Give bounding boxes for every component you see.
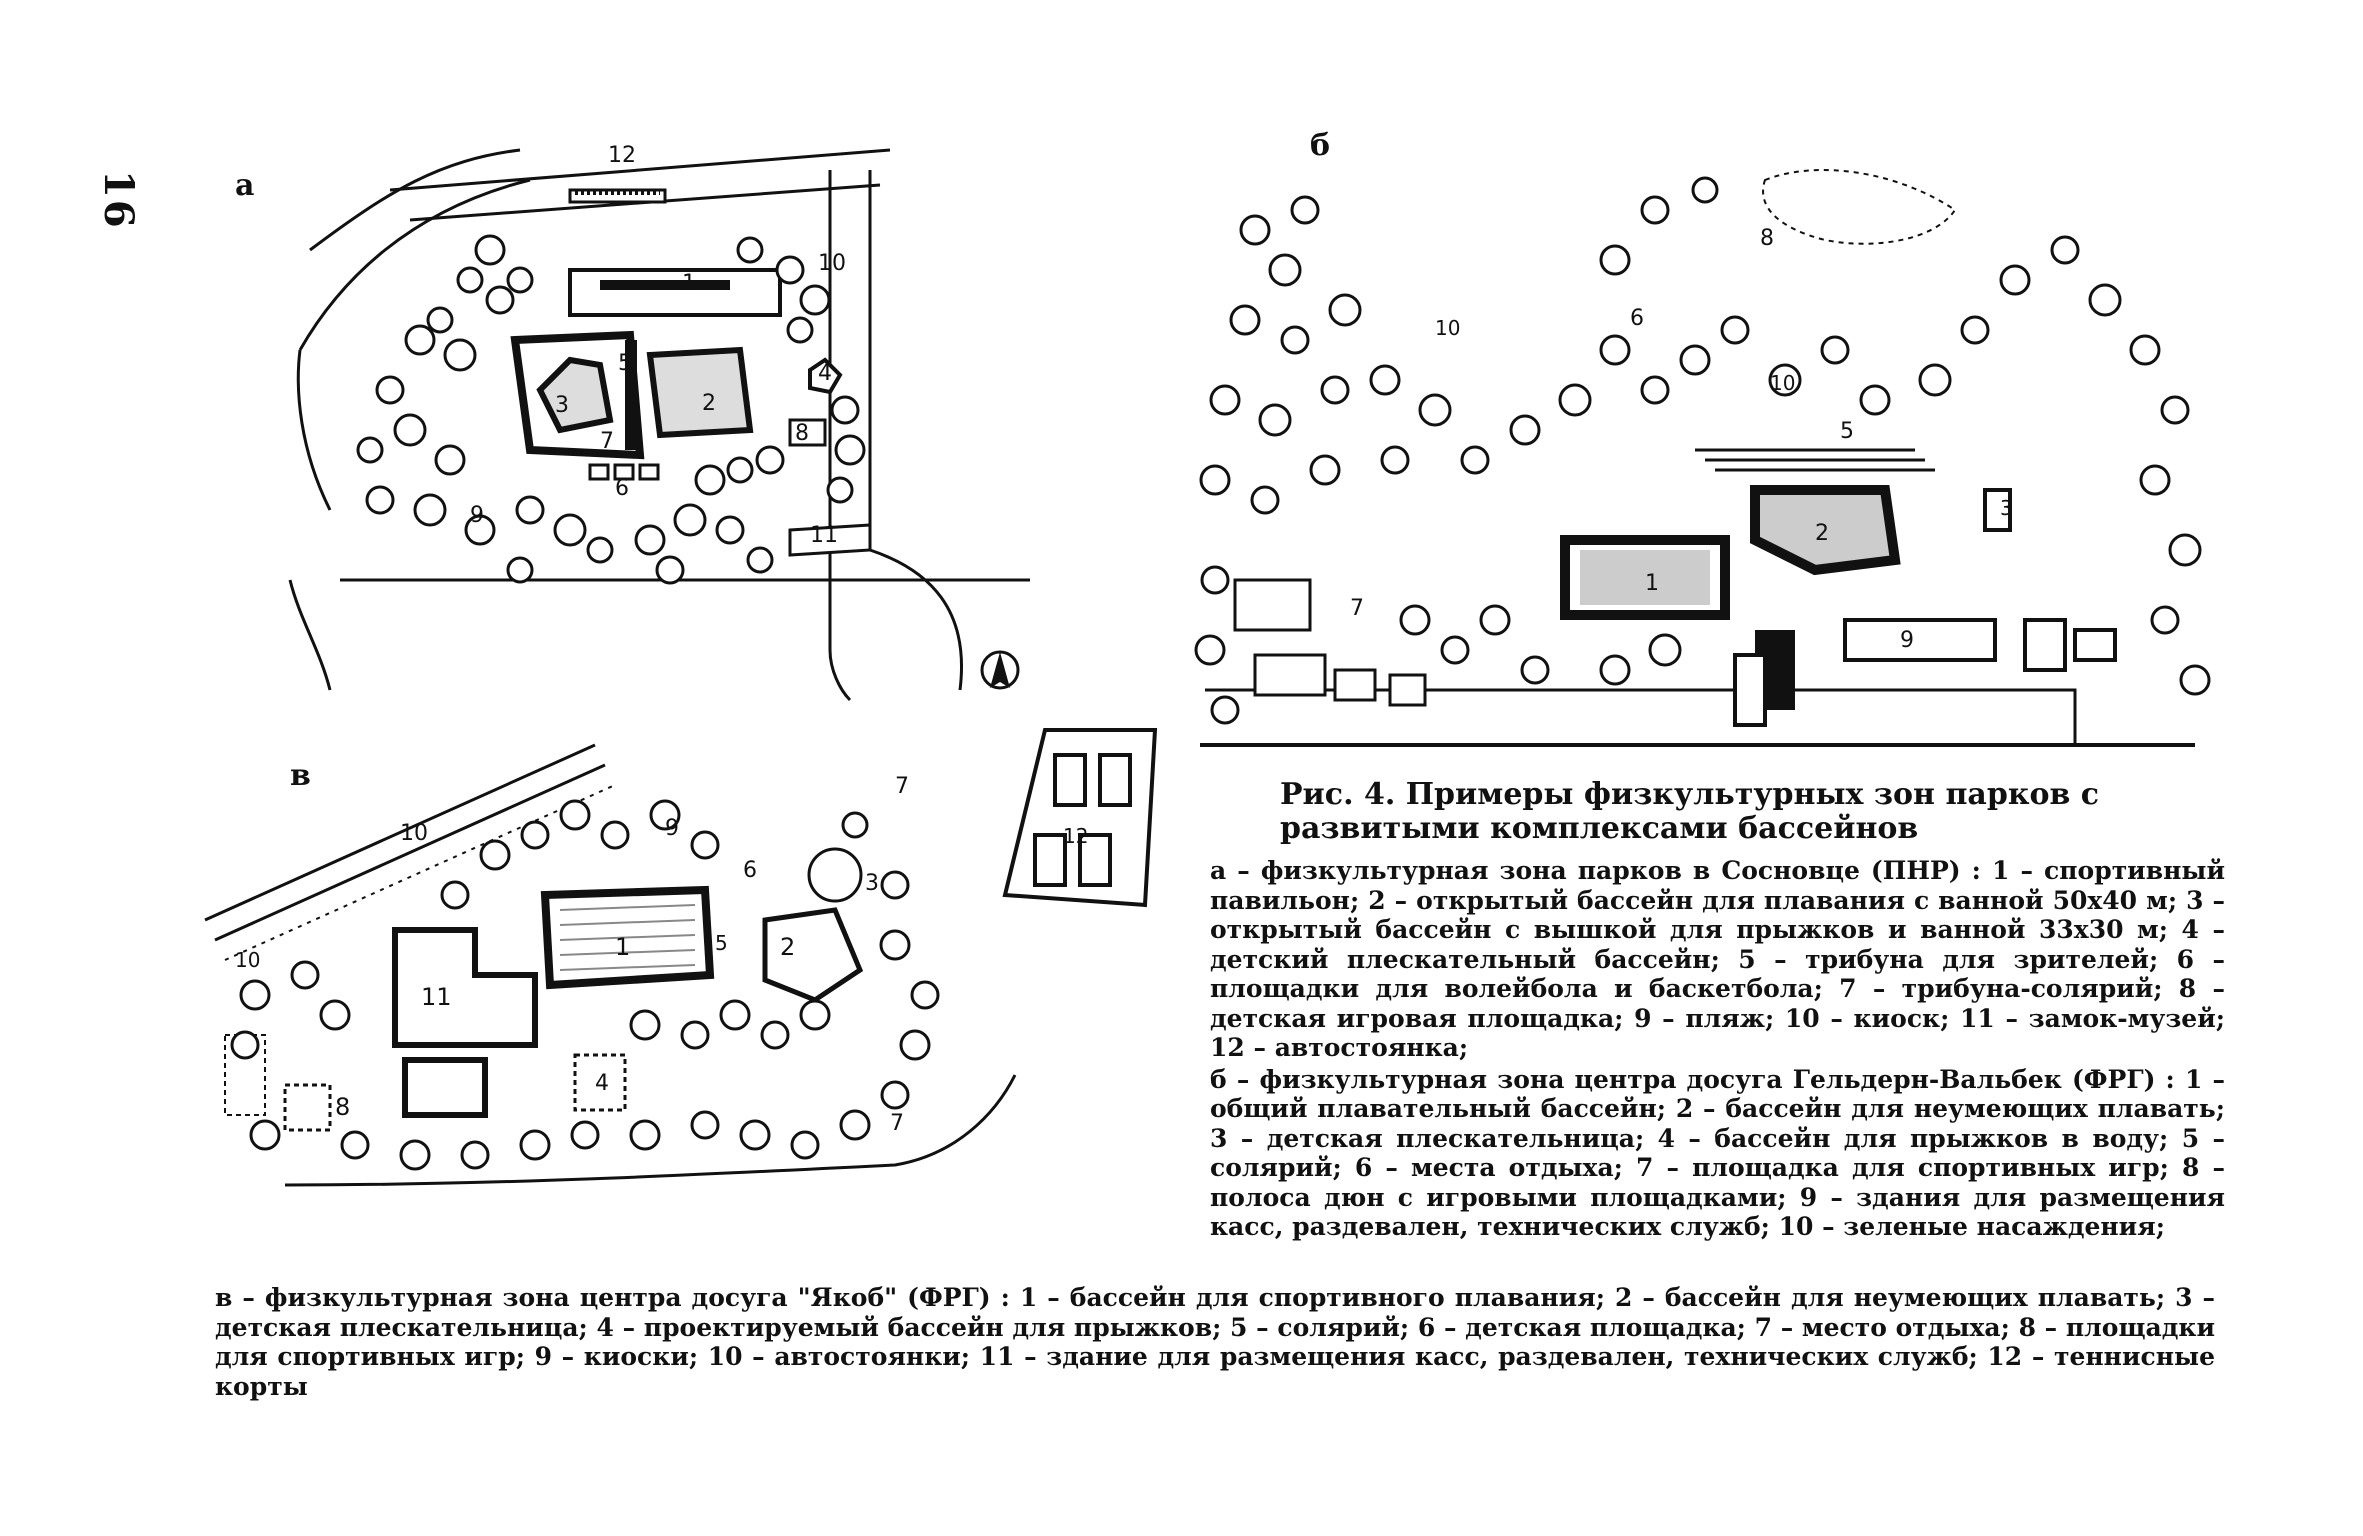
plan-v-label: 6	[743, 858, 757, 883]
plan-a-label: 6	[615, 476, 629, 501]
plan-a-label: 9	[470, 503, 484, 528]
plan-v-label: 10	[235, 948, 260, 972]
site-plan-a: 12 1 10 4 5 3 2 7 8 6 9 11	[288, 143, 1030, 702]
plan-v-label: 5	[715, 931, 728, 955]
plan-b-pool-2	[1750, 485, 1901, 576]
plan-b-label: 5	[1840, 419, 1854, 444]
caption-item-v: в – физкультурная зона центра досуга "Як…	[215, 1283, 2215, 1401]
caption-item-a: а – физкультурная зона парков в Сосновце…	[1210, 856, 2225, 1062]
plan-a-label: 7	[600, 429, 614, 454]
plan-a-pavilion	[568, 268, 782, 317]
plan-v-label: 2	[780, 933, 795, 961]
plan-v-label: 3	[865, 871, 879, 896]
plan-v-label: 9	[665, 816, 679, 841]
plan-v-tennis-courts	[1002, 728, 1158, 908]
plan-v-pool-2	[762, 907, 864, 1003]
plan-b-label: 10	[1770, 371, 1795, 395]
plan-v-label: 12	[1063, 824, 1088, 848]
plan-v-label: 7	[895, 774, 909, 799]
plan-v-label: 7	[890, 1111, 904, 1136]
plan-a-label: 8	[795, 421, 809, 446]
plan-b-label: 3	[2000, 496, 2013, 520]
plan-b-label: 8	[1760, 226, 1774, 251]
plan-v-label: 1	[615, 933, 630, 961]
caption-title: Рис. 4. Примеры физкультурных зон парков…	[1280, 777, 2100, 846]
plan-b-label: 2	[1815, 521, 1829, 546]
plan-b-letter: б	[1310, 128, 1331, 163]
plan-v-label: 10	[400, 821, 428, 846]
plan-v-label: 8	[335, 1093, 350, 1121]
plan-b-label: 10	[1435, 316, 1460, 340]
plan-a-pool-2	[646, 346, 754, 439]
plan-a-label: 2	[702, 391, 716, 416]
plan-a-label: 1	[682, 271, 696, 296]
plan-a-label: 4	[818, 361, 832, 386]
plan-b-label: 1	[1645, 571, 1659, 596]
plan-v-letter: в	[290, 758, 311, 793]
plan-b-field-7	[1233, 578, 1312, 632]
site-plan-v: 10 9 6 7 12 3 10 5 1 2 11 4 8 7	[204, 728, 1158, 1187]
site-plan-b: 8 6 10 10 5 3 2 1 7 9	[1194, 169, 2211, 747]
plan-a-label: 10	[818, 251, 846, 276]
plan-a-letter: а	[235, 168, 255, 203]
north-arrow-icon	[980, 650, 1020, 690]
page-number: 16	[95, 170, 142, 230]
plan-b-label: 6	[1630, 306, 1644, 331]
caption-item-b: б – физкультурная зона центра досуга Гел…	[1210, 1064, 2225, 1242]
plan-b-label: 9	[1900, 628, 1914, 653]
plan-v-building-11	[392, 927, 538, 1048]
plan-v-label: 4	[595, 1071, 609, 1096]
plan-v-label: 11	[421, 983, 452, 1011]
plan-a-label: 12	[608, 143, 636, 168]
figure-caption: Рис. 4. Примеры физкультурных зон парков…	[1210, 778, 2225, 1244]
plan-a-label: 11	[810, 523, 838, 548]
plan-a-pool-3	[536, 356, 614, 434]
plan-a-label: 3	[555, 393, 569, 418]
plan-b-label: 7	[1350, 596, 1364, 621]
plan-a-label: 5	[618, 351, 632, 376]
